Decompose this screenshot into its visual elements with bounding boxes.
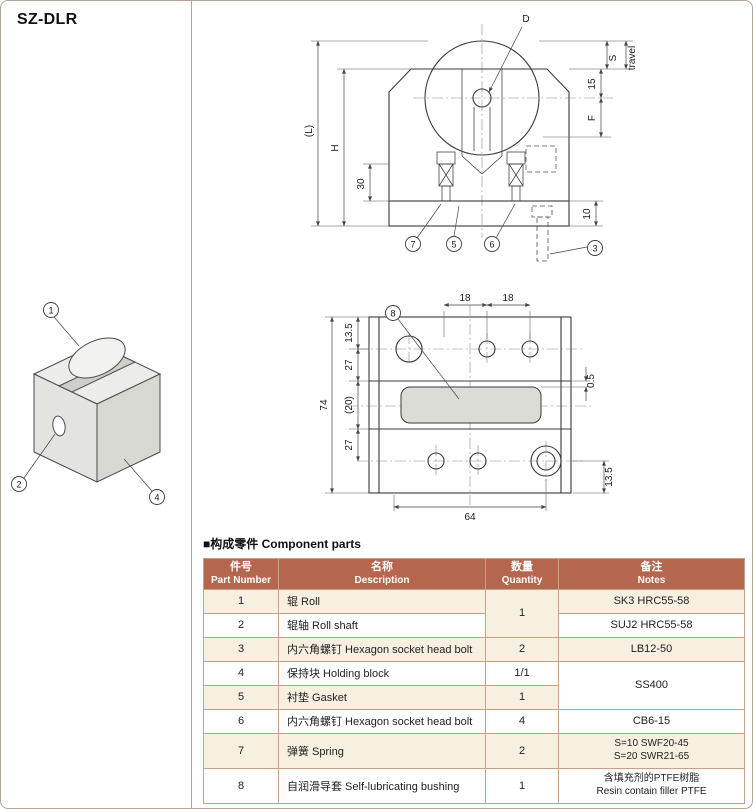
panel-divider — [191, 1, 192, 808]
svg-text:3: 3 — [592, 244, 597, 254]
callout-6: 6 — [484, 203, 516, 252]
table-row-7: 7 弹簧 Spring 2 S=10 SWF20-45 S=20 SWR21-6… — [203, 732, 745, 769]
roller — [68, 337, 126, 379]
table-header-row: 件号 Part Number 名称 Description 数量 Quantit… — [203, 558, 745, 590]
spring-bolt-assembly-right — [506, 151, 526, 202]
callout-8: 8 — [385, 305, 460, 400]
dim-label-27-top: 27 — [344, 359, 355, 371]
dim-label-S: S — [608, 54, 619, 61]
dim-label-15: 15 — [587, 78, 598, 90]
part-number-cell: 6 — [203, 708, 279, 734]
callout-2: 2 — [11, 433, 56, 492]
description-cell: 自润滑导套 Self-lubricating bushing — [278, 767, 486, 804]
description-cell: 弹簧 Spring — [278, 732, 486, 769]
hidden-bolt-lines — [525, 145, 557, 262]
notes-cell: CB6-15 — [558, 708, 745, 734]
side-hole — [52, 415, 66, 437]
svg-text:6: 6 — [489, 240, 494, 250]
dim-label-20: (20) — [344, 396, 355, 414]
dim-label-18-b: 18 — [502, 293, 514, 304]
part-number-cell: 4 — [203, 660, 279, 686]
dim-label-13-5-left: 13.5 — [344, 323, 355, 343]
part-number-cell: 3 — [203, 636, 279, 662]
description-cell: 内六角螺钉 Hexagon socket head bolt — [278, 708, 486, 734]
plate-outline — [368, 316, 572, 494]
callout-5: 5 — [446, 205, 462, 252]
svg-text:4: 4 — [154, 493, 159, 503]
part-number-cell: 8 — [203, 767, 279, 804]
callout-3: 3 — [549, 240, 603, 256]
table-row-4: 4 保持块 Holding block 1/1 SS400 — [203, 660, 745, 710]
quantity-cell: 1 — [485, 767, 559, 804]
dim-label-L: (L) — [304, 125, 315, 137]
bushing-slot — [400, 386, 542, 424]
body-outline — [388, 40, 570, 227]
page-title: SZ-DLR — [17, 11, 78, 28]
dim-label-13-5-right: 13.5 — [604, 467, 615, 487]
table-row-5: 5 衬垫 Gasket 1 — [203, 684, 745, 710]
quantity-cell: 2 — [485, 732, 559, 769]
dim-label-64: 64 — [464, 512, 476, 523]
part-number-cell: 5 — [203, 684, 279, 710]
quantity-cell: 1 — [485, 588, 559, 638]
quantity-cell: 2 — [485, 636, 559, 662]
svg-text:2: 2 — [16, 480, 21, 490]
dim-label-30: 30 — [356, 178, 367, 190]
quantity-cell: 4 — [485, 708, 559, 734]
dim-label-27-bottom: 27 — [344, 439, 355, 451]
description-cell: 衬垫 Gasket — [278, 684, 486, 710]
description-cell: 辊 Roll — [278, 588, 486, 614]
table-row-2: 2 辊轴 Roll shaft SUJ2 HRC55-58 — [203, 612, 745, 638]
quantity-cell: 1/1 — [485, 660, 559, 686]
description-cell: 保持块 Holding block — [278, 660, 486, 686]
isometric-view-drawing: 1 2 4 — [11, 302, 165, 505]
description-cell: 辊轴 Roll shaft — [278, 612, 486, 638]
notes-cell: LB12-50 — [558, 636, 745, 662]
spring-bolt-assembly-left — [436, 151, 456, 202]
notes-cell: S=10 SWF20-45 S=20 SWR21-65 — [558, 732, 745, 769]
dim-label-F: F — [587, 115, 598, 121]
notes-cell: SS400 — [558, 660, 745, 710]
notes-cell: SUJ2 HRC55-58 — [558, 612, 745, 638]
top-view-drawing: 74 13.5 27 (20) 27 18 18 64 0.5 13.5 8 — [319, 293, 615, 523]
callout-1: 1 — [43, 302, 80, 347]
table-row-6: 6 内六角螺钉 Hexagon socket head bolt 4 CB6-1… — [203, 708, 745, 734]
dim-label-travel: travel — [627, 46, 638, 70]
svg-text:7: 7 — [410, 240, 415, 250]
component-parts-section: ■构成零件 Component parts 件号 Part Number 名称 … — [203, 535, 745, 804]
svg-text:5: 5 — [451, 240, 456, 250]
quantity-cell: 1 — [485, 684, 559, 710]
dimension-lines — [316, 26, 628, 227]
svg-text:1: 1 — [48, 306, 53, 316]
dim-label-0-5: 0.5 — [586, 374, 597, 388]
part-number-cell: 7 — [203, 732, 279, 769]
callout-7: 7 — [405, 203, 442, 252]
dim-label-18-a: 18 — [459, 293, 471, 304]
table-row-3: 3 内六角螺钉 Hexagon socket head bolt 2 LB12-… — [203, 636, 745, 662]
col-header-quantity: 数量 Quantity — [485, 558, 559, 590]
notes-cell: SK3 HRC55-58 — [558, 588, 745, 614]
callout-4: 4 — [123, 458, 165, 505]
component-parts-heading: ■构成零件 Component parts — [203, 537, 361, 551]
centerlines — [413, 24, 613, 238]
front-view-drawing: D S travel 15 F (L) H 30 10 7 5 6 3 — [304, 14, 638, 262]
col-header-part-number: 件号 Part Number — [203, 558, 279, 590]
dim-label-74: 74 — [319, 399, 330, 411]
dim-label-D: D — [522, 14, 529, 25]
dim-label-H: H — [330, 144, 341, 151]
part-number-cell: 1 — [203, 588, 279, 614]
description-cell: 内六角螺钉 Hexagon socket head bolt — [278, 636, 486, 662]
col-header-description: 名称 Description — [278, 558, 486, 590]
notes-cell: 含填充剂的PTFE树脂 Resin contain filler PTFE — [558, 767, 745, 804]
dimension-lines — [330, 303, 606, 509]
col-header-notes: 备注 Notes — [558, 558, 745, 590]
roller-slot-lines — [461, 69, 503, 175]
table-row-1: 1 辊 Roll 1 SK3 HRC55-58 — [203, 588, 745, 638]
dim-label-10: 10 — [582, 208, 593, 220]
table-row-8: 8 自润滑导套 Self-lubricating bushing 1 含填充剂的… — [203, 767, 745, 804]
svg-text:8: 8 — [390, 309, 395, 319]
component-parts-table: 件号 Part Number 名称 Description 数量 Quantit… — [203, 558, 745, 804]
part-number-cell: 2 — [203, 612, 279, 638]
